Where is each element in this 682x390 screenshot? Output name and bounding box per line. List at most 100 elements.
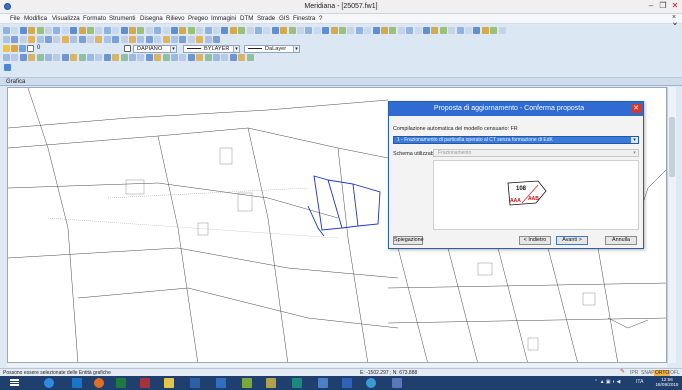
- toolbar-tool-icon[interactable]: [171, 54, 178, 61]
- toolbar-tool-icon[interactable]: [288, 27, 296, 34]
- toolbar-tool-icon[interactable]: [221, 54, 229, 61]
- toolbar-tool-icon[interactable]: [263, 27, 271, 34]
- toolbar-tool-icon[interactable]: [372, 27, 380, 34]
- toolbar-tool-icon[interactable]: [490, 27, 498, 34]
- toolbar-tool-icon[interactable]: [145, 27, 153, 34]
- toolbar-tool-icon[interactable]: [162, 36, 170, 43]
- toolbar-tool-icon[interactable]: [36, 54, 44, 61]
- toolbar-tool-icon[interactable]: [238, 54, 246, 61]
- toolbar-tool-icon[interactable]: [53, 27, 61, 34]
- toolbar-tool-icon[interactable]: [246, 54, 254, 61]
- meridiana-taskbar-icon[interactable]: [342, 378, 352, 388]
- menu-dtm[interactable]: DTM: [240, 15, 254, 22]
- explanation-button[interactable]: Spiegazione: [393, 236, 424, 245]
- linetype-combo[interactable]: DAPIANO▾: [133, 45, 177, 53]
- layer-bulb-icon[interactable]: [3, 45, 10, 52]
- current-layer-value[interactable]: 0: [37, 45, 41, 51]
- horizontal-scrollbar[interactable]: [7, 363, 667, 367]
- toolbar-tool-icon[interactable]: [414, 27, 422, 34]
- toolbar-tool-icon[interactable]: [355, 27, 363, 34]
- toolbar-tool-icon[interactable]: [330, 27, 338, 34]
- toolbar-tool-icon[interactable]: [61, 54, 69, 61]
- toolbar-tool-icon[interactable]: [162, 27, 170, 34]
- toolbar-tool-icon[interactable]: [61, 36, 69, 43]
- toolbar-tool-icon[interactable]: [28, 36, 36, 43]
- toolbar-tool-icon[interactable]: [465, 27, 472, 34]
- meridiana-app-icon[interactable]: [4, 3, 11, 10]
- toolbar-tool-icon[interactable]: [95, 36, 103, 43]
- toolbar-tool-icon[interactable]: [36, 36, 44, 43]
- toolbar-tool-icon[interactable]: [120, 36, 128, 43]
- internet-explorer-icon[interactable]: [44, 378, 54, 388]
- access-icon[interactable]: [140, 378, 150, 388]
- toolbar-tool-icon[interactable]: [171, 27, 178, 34]
- toolbar-tool-icon[interactable]: [87, 36, 94, 43]
- mode-ipr[interactable]: IPR: [630, 370, 639, 376]
- browser-icon[interactable]: [366, 378, 376, 388]
- mode-snap[interactable]: SNAP: [641, 370, 655, 376]
- menu-disegna[interactable]: Disegna: [140, 15, 163, 22]
- toolbar-tool-icon[interactable]: [456, 27, 464, 34]
- toolbar-tool-icon[interactable]: [45, 36, 52, 43]
- toolbar-tool-icon[interactable]: [196, 27, 204, 34]
- toolbar-tool-icon[interactable]: [187, 27, 195, 34]
- toolbar-tool-icon[interactable]: [3, 36, 10, 43]
- menu-visualizza[interactable]: Visualizza: [52, 15, 80, 22]
- language-indicator[interactable]: ITA: [636, 379, 644, 385]
- toolbar-tool-icon[interactable]: [137, 36, 145, 43]
- toolbar-tool-icon[interactable]: [238, 27, 246, 34]
- toolbar-tool-icon[interactable]: [213, 36, 220, 43]
- toolbar-tool-icon[interactable]: [381, 27, 388, 34]
- toolbar-tool-icon[interactable]: [187, 54, 195, 61]
- snap-tool-icon[interactable]: [4, 64, 11, 71]
- back-button[interactable]: < Indietro: [519, 236, 551, 245]
- chevron-down-icon[interactable]: ▾: [293, 46, 299, 52]
- toolbar-tool-icon[interactable]: [112, 27, 120, 34]
- toolbar-tool-icon[interactable]: [129, 36, 136, 43]
- toolbar-tool-icon[interactable]: [313, 27, 321, 34]
- firefox-icon[interactable]: [94, 378, 104, 388]
- maps-app-icon[interactable]: [242, 378, 252, 388]
- toolbar-tool-icon[interactable]: [213, 27, 220, 34]
- toolbar-tool-icon[interactable]: [204, 54, 212, 61]
- skype-icon[interactable]: [72, 378, 82, 388]
- word-icon[interactable]: [190, 378, 200, 388]
- toolbar-tool-icon[interactable]: [406, 27, 414, 34]
- toolbar-tool-icon[interactable]: [19, 27, 27, 34]
- toolbar-tool-icon[interactable]: [322, 27, 330, 34]
- menu-rilievo[interactable]: Rilievo: [166, 15, 185, 22]
- chevron-down-icon[interactable]: ▾: [233, 46, 239, 52]
- menu-pregeo[interactable]: Pregeo: [188, 15, 208, 22]
- toolbar-tool-icon[interactable]: [11, 27, 19, 34]
- toolbar-tool-icon[interactable]: [145, 36, 153, 43]
- scheme-select[interactable]: Frazionamento ▾: [433, 149, 639, 157]
- system-tray-icons[interactable]: ⌃ ▲ ▣ ◖ ◀: [594, 379, 621, 385]
- toolbar-tool-icon[interactable]: [179, 36, 187, 43]
- toolbar-tool-icon[interactable]: [423, 27, 430, 34]
- remote-desktop-icon[interactable]: [318, 378, 328, 388]
- toolbar-tool-icon[interactable]: [87, 54, 94, 61]
- toolbar-tool-icon[interactable]: [448, 27, 456, 34]
- toolbar-tool-icon[interactable]: [347, 27, 355, 34]
- toolbar-tool-icon[interactable]: [70, 54, 78, 61]
- toolbar-tool-icon[interactable]: [78, 36, 86, 43]
- toolbar-tool-icon[interactable]: [103, 36, 111, 43]
- menu-gis[interactable]: GIS: [279, 15, 290, 22]
- menu-formato[interactable]: Formato: [83, 15, 107, 22]
- toolbar-tool-icon[interactable]: [196, 54, 204, 61]
- toolbar-tool-icon[interactable]: [87, 27, 94, 34]
- toolbar-tool-icon[interactable]: [53, 36, 61, 43]
- toolbar-tool-icon[interactable]: [145, 54, 153, 61]
- toolbar-tool-icon[interactable]: [61, 27, 69, 34]
- vertical-scrollbar[interactable]: [667, 87, 676, 363]
- start-menu-icon[interactable]: [10, 378, 20, 388]
- menu-help[interactable]: ?: [319, 15, 323, 22]
- toolbar-tool-icon[interactable]: [204, 36, 212, 43]
- toolbar-tool-icon[interactable]: [103, 54, 111, 61]
- toolbar-tool-icon[interactable]: [439, 27, 447, 34]
- toolbar-tool-icon[interactable]: [70, 36, 78, 43]
- close-button[interactable]: ✕: [671, 1, 679, 10]
- toolbar-tool-icon[interactable]: [95, 27, 103, 34]
- taskbar-clock[interactable]: 12:56 18/09/2015: [654, 377, 680, 387]
- dialog-close-button[interactable]: ✕: [631, 104, 641, 113]
